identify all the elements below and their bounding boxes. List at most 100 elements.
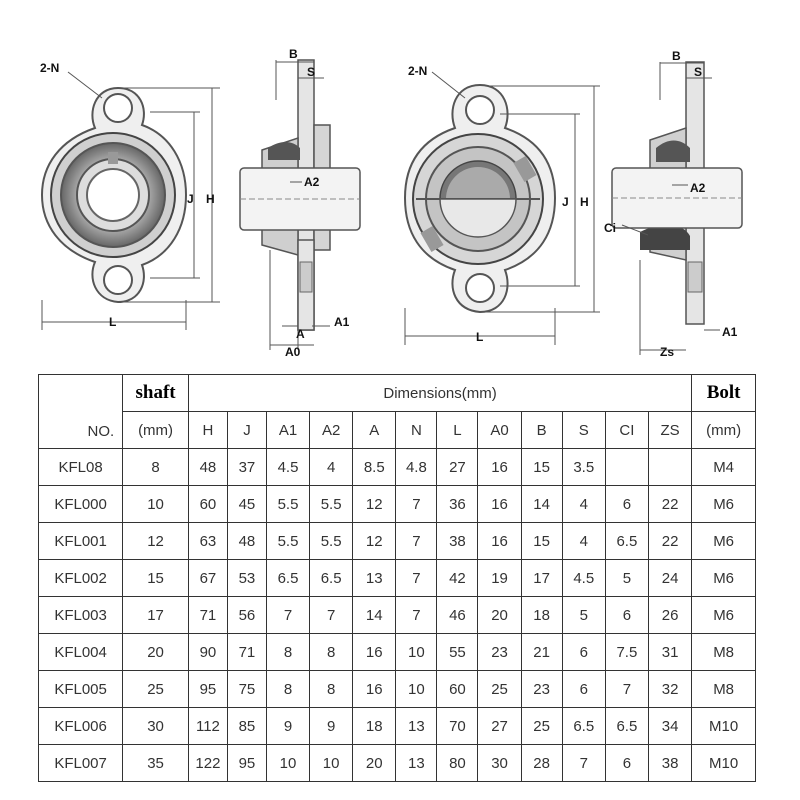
dimension-cell: 112 xyxy=(187,707,228,745)
dimension-cell: 6.5 xyxy=(561,707,606,745)
dimension-cell: 70 xyxy=(436,707,479,745)
left-side-view: B S A2 A1 A A0 xyxy=(239,47,361,359)
dimension-cell: 10 xyxy=(395,670,438,708)
column-header: CI xyxy=(604,411,649,449)
dimension-cell: 7.5 xyxy=(604,633,649,671)
dimension-cell: 19 xyxy=(477,559,522,597)
dimension-cell: 5 xyxy=(561,596,606,634)
dimension-cell: 8.5 xyxy=(352,448,397,486)
dimension-cell: 18 xyxy=(520,596,563,634)
dimension-cell: 6.5 xyxy=(265,559,311,597)
dimension-cell: 4.5 xyxy=(265,448,311,486)
dimension-cell: 122 xyxy=(187,744,228,782)
label-b-left: B xyxy=(289,47,298,61)
model-number-cell: KFL004 xyxy=(37,633,124,671)
bolt-cell: M6 xyxy=(691,559,756,597)
label-2n-left: 2-N xyxy=(40,61,59,75)
dimension-cell: 10 xyxy=(265,744,311,782)
label-ci-right: Ci xyxy=(604,221,616,235)
dimension-cell: 4.8 xyxy=(395,448,438,486)
label-a1-left: A1 xyxy=(334,315,350,329)
model-number-cell: KFL005 xyxy=(37,670,124,708)
dimension-cell: 45 xyxy=(226,485,267,523)
dimension-cell: 32 xyxy=(647,670,693,708)
dimension-cell: 9 xyxy=(265,707,311,745)
dimension-cell: 3.5 xyxy=(561,448,606,486)
dimension-cell: 75 xyxy=(226,670,267,708)
shaft-cell: 35 xyxy=(122,744,189,782)
bolt-hole-top xyxy=(103,93,133,123)
dimension-cell: 7 xyxy=(395,559,438,597)
right-front-view: 2-N J H L xyxy=(403,64,600,345)
label-l-right: L xyxy=(476,330,483,344)
dimension-cell: 10 xyxy=(309,744,354,782)
label-s-right: S xyxy=(694,65,702,79)
dimension-cell: 38 xyxy=(436,522,479,560)
model-number-cell: KFL001 xyxy=(37,522,124,560)
dimension-cell: 4.5 xyxy=(561,559,606,597)
dimension-cell: 56 xyxy=(226,596,267,634)
bolt-cell: M6 xyxy=(691,596,756,634)
dimension-cell: 13 xyxy=(352,559,397,597)
dimension-cell xyxy=(647,448,693,486)
dimension-cell: 60 xyxy=(187,485,228,523)
dimension-cell: 5 xyxy=(604,559,649,597)
dimension-cell: 6 xyxy=(561,633,606,671)
model-number-cell: KFL000 xyxy=(37,485,124,523)
dimension-cell: 48 xyxy=(187,448,228,486)
label-a2-left: A2 xyxy=(304,175,320,189)
dimension-cell: 12 xyxy=(352,522,397,560)
bolt-cell: M6 xyxy=(691,485,756,523)
technical-drawings: 2-N J H L B S A2 A1 A A0 xyxy=(40,47,743,359)
dimension-cell: 37 xyxy=(226,448,267,486)
column-header: H xyxy=(187,411,228,449)
label-a0-left: A0 xyxy=(285,345,301,359)
dimension-cell: 95 xyxy=(226,744,267,782)
shaft-cell: 8 xyxy=(122,448,189,486)
dimension-cell: 6 xyxy=(604,485,649,523)
dimension-cell: 6.5 xyxy=(309,559,354,597)
dimension-cell: 21 xyxy=(520,633,563,671)
dimension-cell: 5.5 xyxy=(265,522,311,560)
dimension-cell: 85 xyxy=(226,707,267,745)
shaft-cell: 25 xyxy=(122,670,189,708)
column-header: A2 xyxy=(309,411,354,449)
dimension-cell: 63 xyxy=(187,522,228,560)
dimension-cell: 4 xyxy=(561,522,606,560)
dimension-cell: 25 xyxy=(520,707,563,745)
dimension-cell: 13 xyxy=(395,744,438,782)
label-a-left: A xyxy=(296,327,305,341)
dimension-cell: 6 xyxy=(604,596,649,634)
dimension-cell: 15 xyxy=(520,448,563,486)
column-header: A0 xyxy=(477,411,522,449)
right-side-view: B S A2 Ci A1 Zs xyxy=(604,49,743,359)
column-header: A xyxy=(352,411,397,449)
shaft-cell: 17 xyxy=(122,596,189,634)
bolt-cell: M10 xyxy=(691,744,756,782)
dimension-cell: 16 xyxy=(352,670,397,708)
shaft-cell: 20 xyxy=(122,633,189,671)
dimension-cell: 4 xyxy=(309,448,354,486)
dimension-cell: 8 xyxy=(309,670,354,708)
column-header: A1 xyxy=(265,411,311,449)
dimension-cell: 38 xyxy=(647,744,693,782)
dimension-cell: 27 xyxy=(436,448,479,486)
header-shaft-unit: (mm) xyxy=(122,411,189,449)
dimension-cell: 71 xyxy=(187,596,228,634)
dimension-cell xyxy=(604,448,649,486)
dimension-cell: 13 xyxy=(395,707,438,745)
dimension-cell: 23 xyxy=(477,633,522,671)
dimension-cell: 22 xyxy=(647,522,693,560)
shaft-cell: 15 xyxy=(122,559,189,597)
dimension-cell: 7 xyxy=(265,596,311,634)
dimension-cell: 46 xyxy=(436,596,479,634)
column-header: ZS xyxy=(647,411,693,449)
label-l-left: L xyxy=(109,315,116,329)
dimension-cell: 36 xyxy=(436,485,479,523)
dimension-cell: 17 xyxy=(520,559,563,597)
